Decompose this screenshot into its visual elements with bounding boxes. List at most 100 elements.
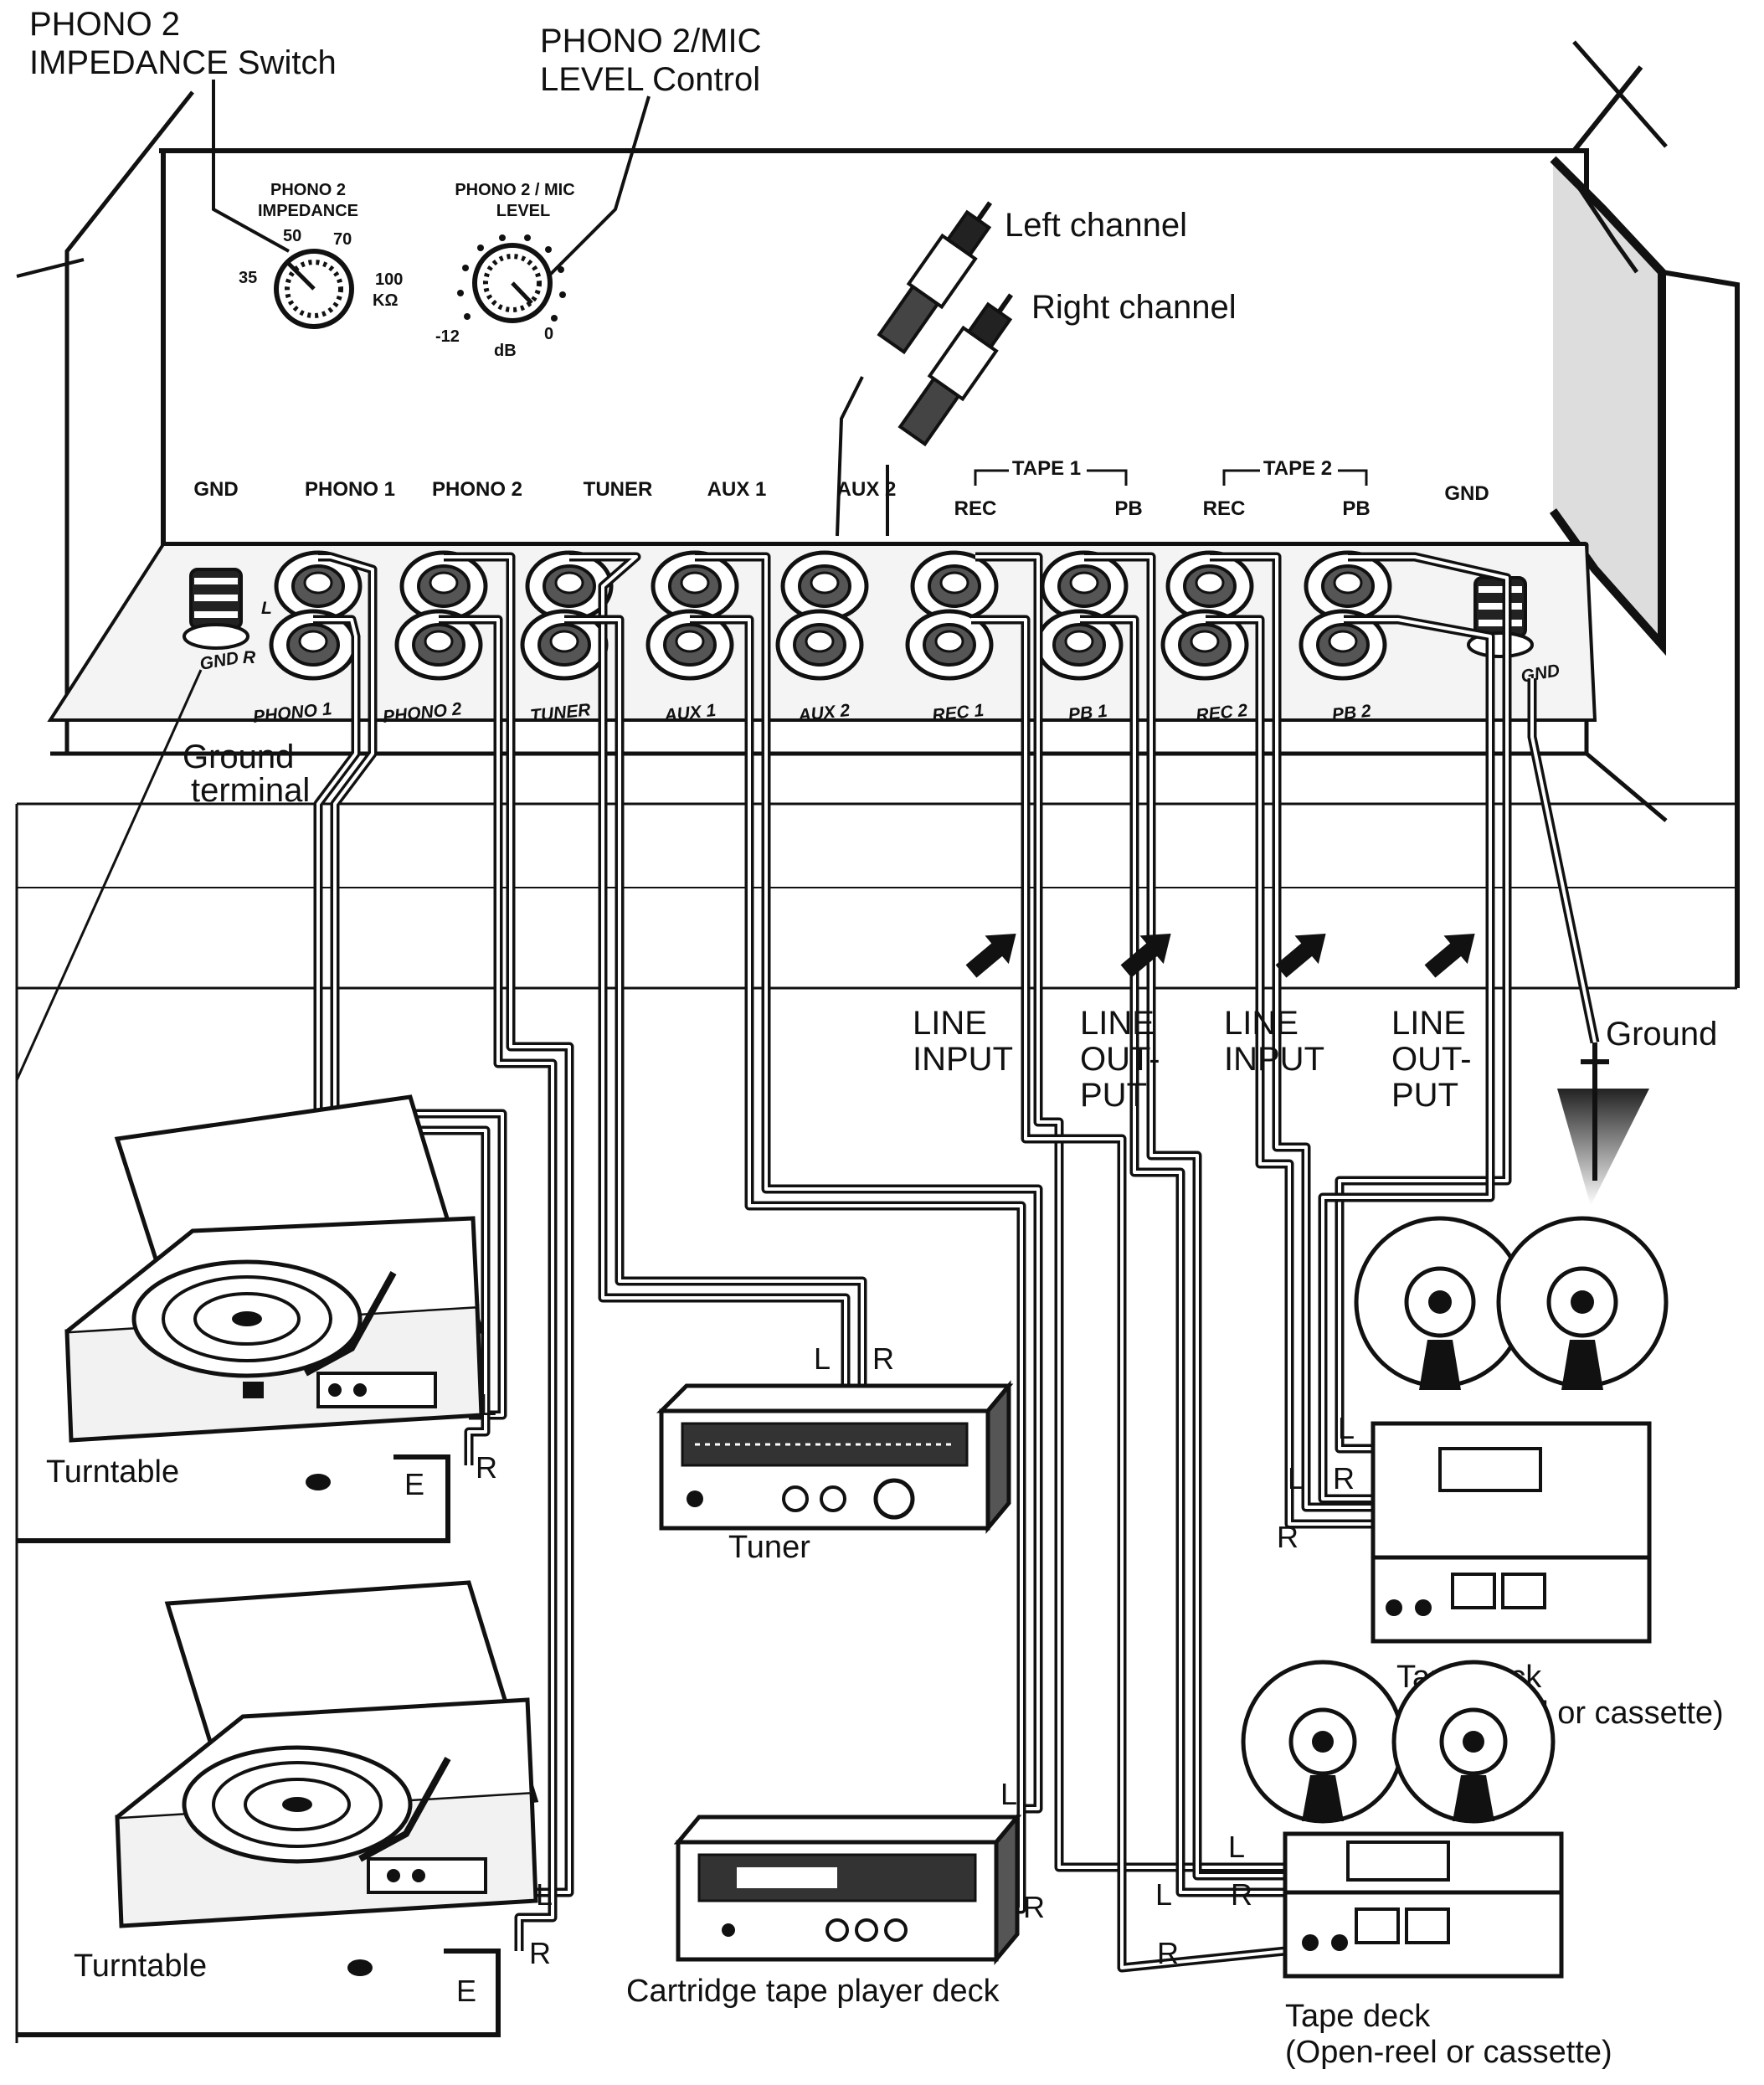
cable-letter-labels: L R E L R E L R L R L L R R L L R R: [404, 1341, 1355, 2008]
turntable-1-ground-wire: [17, 1454, 450, 1543]
level-knob-title-2: LEVEL: [496, 202, 550, 220]
cart-l: L: [1000, 1777, 1017, 1811]
label-tape1-pb: PB: [1114, 497, 1142, 520]
level-knob-assembly: PHONO 2 / MIC LEVEL -12 0 dB: [435, 181, 575, 360]
label-tape2-rec: REC: [1203, 497, 1246, 520]
tt1-l: L: [480, 1387, 496, 1422]
tape1-pb-line2: OUT-: [1080, 1041, 1160, 1078]
cable-rec1-l: [975, 552, 1285, 1872]
tape2-rec-line1: LINE: [1224, 1005, 1299, 1042]
jack-r-letter: R: [243, 648, 256, 667]
turntable-2-label: Turntable: [74, 1949, 207, 1984]
tt2-e: E: [456, 1974, 476, 2008]
gnd-post-right[interactable]: [1467, 576, 1534, 658]
label-tape2: TAPE 2: [1263, 457, 1332, 480]
jack-pair-5[interactable]: [775, 550, 869, 681]
tape2-pb-line1: LINE: [1391, 1005, 1466, 1042]
rca-plugs: Left channel Right channel: [836, 201, 1237, 537]
cable-rec2-r: [1206, 615, 1373, 1529]
deck1-r: R: [1333, 1461, 1355, 1496]
impedance-knob-assembly: PHONO 2 IMPEDANCE 35 50 70 100 KΩ: [239, 181, 403, 329]
deck2-l: L: [1228, 1830, 1245, 1864]
label-tuner: TUNER: [584, 478, 653, 501]
level-scale-dots: [457, 234, 566, 322]
cable-rec2-l: [1210, 552, 1373, 1512]
tape1-pb-line1: LINE: [1080, 1005, 1155, 1042]
jack-pair-1[interactable]: [269, 550, 363, 681]
jack-pair-9[interactable]: [1299, 550, 1392, 681]
tuner-l: L: [814, 1341, 831, 1376]
deck1-l: L: [1338, 1411, 1355, 1445]
tuner-r: R: [872, 1341, 894, 1376]
cable-aux1-l: [695, 552, 1043, 1814]
gnd-post-left[interactable]: [183, 568, 249, 650]
cable-pb1-l: [1084, 552, 1285, 1881]
tape2-rec-line2: INPUT: [1224, 1041, 1324, 1078]
jack-pair-6[interactable]: [905, 550, 999, 681]
cable-aux1-r: [690, 615, 1026, 1914]
left-channel-plug: [877, 201, 993, 355]
tt1-e: E: [404, 1467, 424, 1501]
callout-level-line2: LEVEL Control: [540, 61, 760, 98]
jack-pair-3[interactable]: [520, 550, 614, 681]
impedance-scale-50: 50: [283, 227, 301, 245]
jack-pair-7[interactable]: [1035, 550, 1129, 681]
label-gnd-right: GND: [1444, 482, 1489, 505]
level-unit: dB: [494, 342, 517, 360]
turntable-1: Turntable: [46, 1094, 485, 1490]
ground-terminal-line1: Ground: [183, 739, 294, 775]
turntable-1-label: Turntable: [46, 1454, 179, 1490]
impedance-unit: KΩ: [373, 291, 398, 310]
panel-jack-labels: GND PHONO 1 PHONO 2 TUNER AUX 1 AUX 2 TA…: [193, 457, 1489, 520]
level-max: 0: [544, 325, 553, 343]
jack-pairs: [269, 550, 1392, 681]
jack-pair-4[interactable]: [645, 550, 739, 681]
tape-deck-2-label-2: (Open-reel or cassette): [1285, 2035, 1612, 2070]
cable-ground: [1527, 678, 1600, 1044]
line-labels: LINE INPUT LINE OUT- PUT LINE INPUT LINE…: [913, 934, 1475, 1114]
deck2-r: R: [1231, 1877, 1252, 1912]
tape-deck-2: Tape deck (Open-reel or cassette): [1241, 1660, 1612, 2070]
tt1-r: R: [476, 1450, 497, 1485]
cable-pb2-r: [1318, 615, 1495, 1504]
cable-pb2-l: [1335, 552, 1512, 1454]
label-phono2: PHONO 2: [432, 478, 522, 501]
cable-pb1-r: [1080, 615, 1285, 1897]
arrow-tape1-rec: [965, 934, 1016, 978]
label-tape1: TAPE 1: [1012, 457, 1081, 480]
ground-label: Ground: [1606, 1016, 1717, 1053]
callout-impedance-switch: PHONO 2 IMPEDANCE Switch: [29, 6, 337, 253]
lower-label-9: PB 2: [1331, 702, 1372, 725]
jack-l-letter: L: [261, 599, 272, 618]
cable-phono1-l: [318, 552, 507, 1420]
cartridge-label: Cartridge tape player deck: [626, 1974, 1000, 2009]
cable-phono2-l: [444, 552, 574, 1897]
arrow-tape2-pb: [1424, 934, 1475, 978]
cables: [313, 552, 1600, 1973]
cable-phono1-r: [313, 615, 491, 1465]
ground-terminal-line2: terminal: [191, 772, 310, 809]
right-channel-label: Right channel: [1031, 289, 1237, 326]
cable-tuner-l: [569, 552, 851, 1386]
tt2-l: L: [536, 1877, 553, 1912]
lower-label-7: PB 1: [1067, 702, 1108, 725]
tape1-pb-line3: PUT: [1080, 1077, 1147, 1114]
jack-pair-2[interactable]: [394, 550, 488, 681]
level-min: -12: [435, 327, 460, 346]
tt2-r: R: [529, 1936, 551, 1970]
callout-level-line1: PHONO 2/MIC: [540, 23, 761, 59]
cable-phono2-r: [439, 615, 558, 1951]
arrow-tape1-pb: [1120, 934, 1171, 978]
tape2-pb-line3: PUT: [1391, 1077, 1458, 1114]
tape2-pb-line2: OUT-: [1391, 1041, 1472, 1078]
impedance-knob-title-2: IMPEDANCE: [258, 202, 358, 220]
callout-impedance-line2: IMPEDANCE Switch: [29, 44, 337, 81]
deck1-l2: L: [1288, 1461, 1304, 1496]
label-phono1: PHONO 1: [305, 478, 395, 501]
deck2-r2: R: [1157, 1936, 1179, 1970]
cart-r: R: [1023, 1890, 1045, 1924]
cable-rec1-r: [971, 615, 1286, 1973]
